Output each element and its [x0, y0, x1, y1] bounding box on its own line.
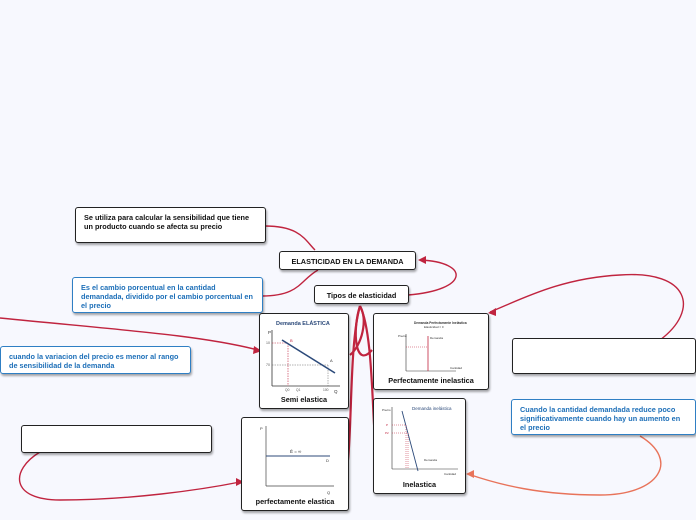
- formula-note-node[interactable]: Es el cambio porcentual en la cantidad d…: [72, 277, 263, 313]
- semi-q0: Q0: [285, 388, 290, 392]
- perf-inelastic-axis-p: Precio: [398, 334, 407, 338]
- perf-inelastic-axis-q: Cantidad: [450, 366, 462, 370]
- arrowhead-perf-inelastic: [488, 308, 496, 316]
- formula-note-text: Es el cambio porcentual en la cantidad d…: [81, 283, 253, 310]
- semi-axis-q: Q: [334, 389, 338, 394]
- arrowhead-central: [418, 256, 426, 264]
- semi-elastic-chart: Demanda ELÁSTICA P Q 10 70 B A Q0 Q1 100: [266, 320, 340, 394]
- semi-point-a: A: [330, 358, 333, 363]
- central-topic-label: ELASTICIDAD EN LA DEMANDA: [291, 257, 404, 266]
- connector-perf-elastic-note: [18, 451, 241, 501]
- inelastic-p2: P2: [385, 431, 389, 435]
- perf-elastic-axis-q: Q: [327, 490, 330, 495]
- inelastic-demand-label: Demanda: [424, 458, 437, 462]
- connector-formula: [261, 269, 319, 297]
- perf-elastic-caption: perfectamente elastica: [255, 497, 335, 506]
- tipos-node[interactable]: Tipos de elasticidad: [314, 285, 409, 304]
- perf-elastic-card[interactable]: P Q Ē = ∞ D perfectamente elastica: [241, 417, 349, 511]
- connector-semi-note: [0, 317, 259, 351]
- definition-node[interactable]: Se utiliza para calcular la sensibilidad…: [75, 207, 266, 243]
- semi-q1: Q1: [296, 388, 301, 392]
- semi-demand-line: [281, 339, 336, 374]
- connector-definition: [264, 225, 316, 251]
- inelastic-axis-q: Cantidad: [444, 472, 456, 476]
- inelastic-demand: [401, 410, 419, 472]
- semi-q100: 100: [323, 388, 329, 392]
- definition-text: Se utiliza para calcular la sensibilidad…: [84, 213, 250, 231]
- perf-inelastic-title: Demanda Perfectamente Inelástica: [414, 321, 467, 325]
- tipos-label: Tipos de elasticidad: [326, 291, 397, 300]
- inelastic-p1: P: [386, 423, 388, 427]
- arrowhead-perf-elastic: [236, 478, 244, 486]
- perf-elastic-d-label: D: [326, 458, 329, 463]
- arrowhead-semi: [253, 346, 262, 354]
- perf-inelastic-demand-label: Demanda: [430, 336, 443, 340]
- inelastic-note-node[interactable]: Cuando la cantidad demandada reduce poco…: [511, 399, 696, 435]
- perf-inelastic-caption: Perfectamente inelastica: [388, 376, 474, 385]
- arrowhead-inelastic: [466, 470, 474, 478]
- semi-tick-top: 10: [266, 341, 270, 345]
- perf-elastic-axis-p: P: [260, 426, 263, 431]
- perf-elastic-note-node[interactable]: [21, 425, 212, 453]
- inelastic-chart: Demanda inelástica Precio Cantidad P P2 …: [382, 406, 458, 476]
- semi-tick-mid: 70: [266, 363, 270, 367]
- inelastic-title: Demanda inelástica: [412, 406, 452, 411]
- inelastic-card[interactable]: Demanda inelástica Precio Cantidad P P2 …: [373, 398, 466, 494]
- perf-inelastic-chart: Demanda Perfectamente Inelástica Elastic…: [398, 321, 467, 372]
- semi-axis-p: P: [268, 330, 271, 335]
- connector-inelastic-note: [467, 435, 662, 496]
- perf-inelastic-sub: Elasticidad = 0: [424, 325, 444, 329]
- semi-elastic-caption: Semi elastica: [280, 395, 328, 404]
- connector-branch-4: [346, 305, 362, 461]
- inelastic-caption: Inelastica: [402, 480, 437, 489]
- connector-tipos-central: [407, 259, 457, 296]
- perf-inelastic-card[interactable]: Demanda Perfectamente Inelástica Elastic…: [373, 313, 489, 390]
- inelastic-axis-p: Precio: [382, 408, 391, 412]
- semi-elastic-card[interactable]: Demanda ELÁSTICA P Q 10 70 B A Q0 Q1 100…: [259, 313, 349, 409]
- perf-elastic-chart: P Q Ē = ∞ D: [260, 426, 334, 495]
- inelastic-note-text: Cuando la cantidad demandada reduce poco…: [520, 405, 681, 432]
- central-topic[interactable]: ELASTICIDAD EN LA DEMANDA: [279, 251, 416, 270]
- semi-note-node[interactable]: cuando la variacion del precio es menor …: [0, 346, 191, 374]
- semi-chart-title: Demanda ELÁSTICA: [276, 320, 330, 327]
- perf-elastic-curve-label: Ē = ∞: [290, 448, 301, 454]
- semi-note-text: cuando la variacion del precio es menor …: [9, 352, 179, 370]
- perf-inelastic-note-node[interactable]: [512, 338, 696, 374]
- connector-perf-inelastic-note: [489, 273, 685, 341]
- semi-point-b: B: [290, 338, 293, 343]
